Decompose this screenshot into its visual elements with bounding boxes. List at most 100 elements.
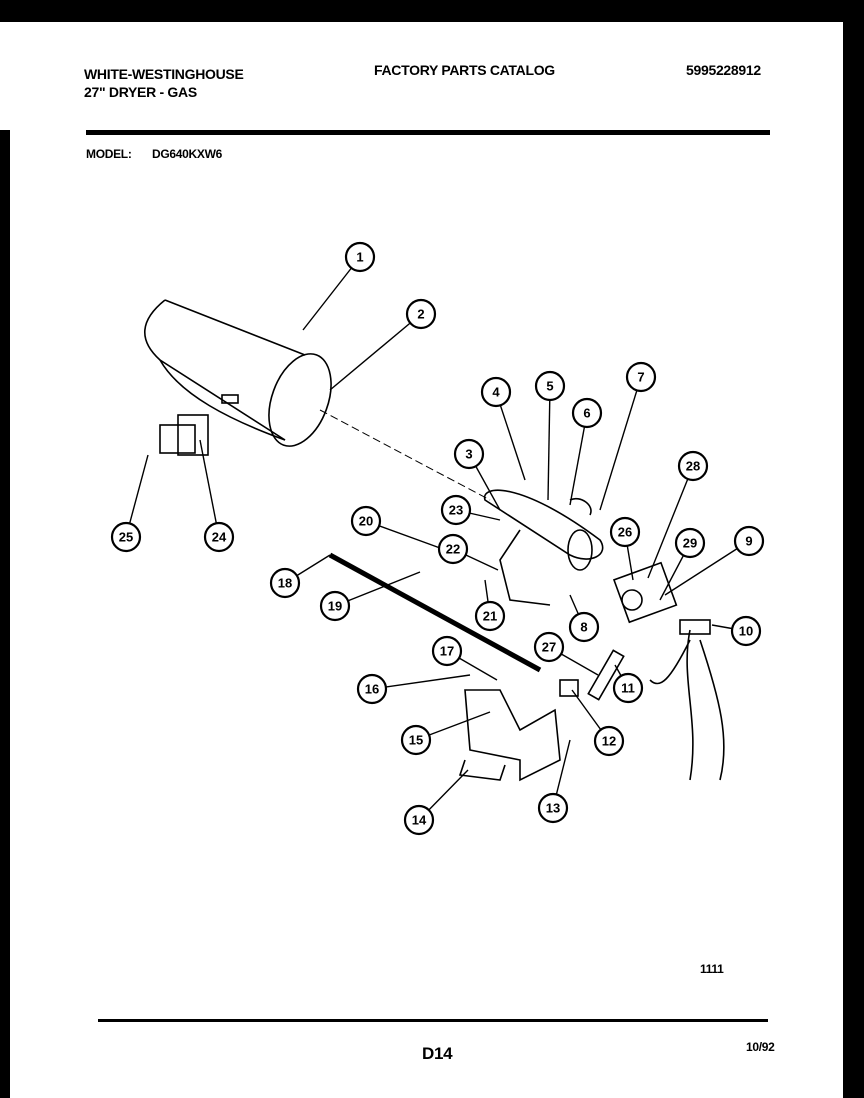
callout-4: 4 [480,376,512,408]
leader-line-24 [199,439,220,538]
callout-number: 11 [621,681,635,696]
callout-circle [480,376,512,408]
leader-line-16 [371,674,471,690]
callout-number: 8 [580,620,587,635]
callout-circle [319,590,351,622]
callout-number: 22 [446,542,460,557]
callout-number: 2 [417,307,424,322]
callout-number: 16 [365,682,379,697]
page-number: D14 [422,1044,453,1063]
callout-circle [356,673,388,705]
callout-25: 25 [110,521,142,553]
callout-circle [609,516,641,548]
callout-number: 23 [449,503,463,518]
callout-circle [350,505,382,537]
callout-circle [474,600,506,632]
callout-14: 14 [403,804,435,836]
catalog-title: FACTORY PARTS CATALOG [374,62,555,78]
revision-date: 10/92 [746,1040,775,1054]
scan-border-left [0,130,10,1098]
catalog-number: 5995228912 [686,62,761,78]
callout-number: 26 [618,525,632,540]
callout-circle [568,611,600,643]
callout-circle [440,494,472,526]
callout-27: 27 [533,631,565,663]
flame-sensor [159,414,209,456]
callout-11: 11 [612,672,644,704]
callout-number: 10 [739,624,753,639]
rail-and-bracket [328,552,579,782]
leader-line-6 [569,412,588,506]
leader-line-28 [647,465,694,579]
callout-8: 8 [568,611,600,643]
callout-number: 7 [637,370,644,385]
callout-number: 29 [683,536,697,551]
leader-line-1 [302,256,361,331]
callout-28: 28 [677,450,709,482]
callout-circle [571,397,603,429]
scan-border-top [0,0,864,22]
callout-23: 23 [440,494,472,526]
callout-13: 13 [537,792,569,824]
callout-number: 19 [328,599,342,614]
callout-number: 15 [409,733,423,748]
callout-3: 3 [453,438,485,470]
callout-6: 6 [571,397,603,429]
callout-number: 17 [440,644,454,659]
callout-circle [400,724,432,756]
callout-number: 5 [546,379,553,394]
callout-circle [403,804,435,836]
callout-number: 1 [356,250,363,265]
header-divider [86,130,770,135]
callout-circle [534,370,566,402]
callout-number: 3 [465,447,472,462]
callout-12: 12 [593,725,625,757]
callout-circle [730,615,762,647]
callout-circle [269,567,301,599]
callout-circle [437,533,469,565]
callout-circle [625,361,657,393]
callout-22: 22 [437,533,469,565]
callout-number: 18 [278,576,292,591]
callout-circle [203,521,235,553]
callout-circle [593,725,625,757]
callout-number: 25 [119,530,133,545]
callout-20: 20 [350,505,382,537]
callout-15: 15 [400,724,432,756]
callout-number: 6 [583,406,590,421]
callout-circle [733,525,765,557]
callout-circle [677,450,709,482]
leader-line-9 [664,540,750,596]
drum-burner-tube [144,299,491,501]
leader-line-2 [329,313,422,391]
callout-circle [110,521,142,553]
product-name: 27" DRYER - GAS [84,84,197,100]
brand-name: WHITE-WESTINGHOUSE [84,66,244,82]
callout-21: 21 [474,600,506,632]
callout-number: 13 [546,801,560,816]
callout-circle [612,672,644,704]
callout-number: 27 [542,640,556,655]
callout-number: 20 [359,514,373,529]
leader-line-4 [495,391,526,481]
callout-number: 12 [602,734,616,749]
callout-24: 24 [203,521,235,553]
callout-9: 9 [733,525,765,557]
leader-line-19 [334,571,421,607]
model-label: MODEL: [86,147,132,161]
callout-1: 1 [344,241,376,273]
leader-line-5 [547,385,551,501]
callout-5: 5 [534,370,566,402]
callout-7: 7 [625,361,657,393]
wire-harness [649,619,725,781]
callout-18: 18 [269,567,301,599]
callout-circle [537,792,569,824]
callout-29: 29 [674,527,706,559]
leader-line-7 [599,376,642,511]
callout-number: 9 [745,534,752,549]
callout-16: 16 [356,673,388,705]
callout-number: 14 [412,813,427,828]
callout-17: 17 [431,635,463,667]
callout-number: 4 [492,385,500,400]
